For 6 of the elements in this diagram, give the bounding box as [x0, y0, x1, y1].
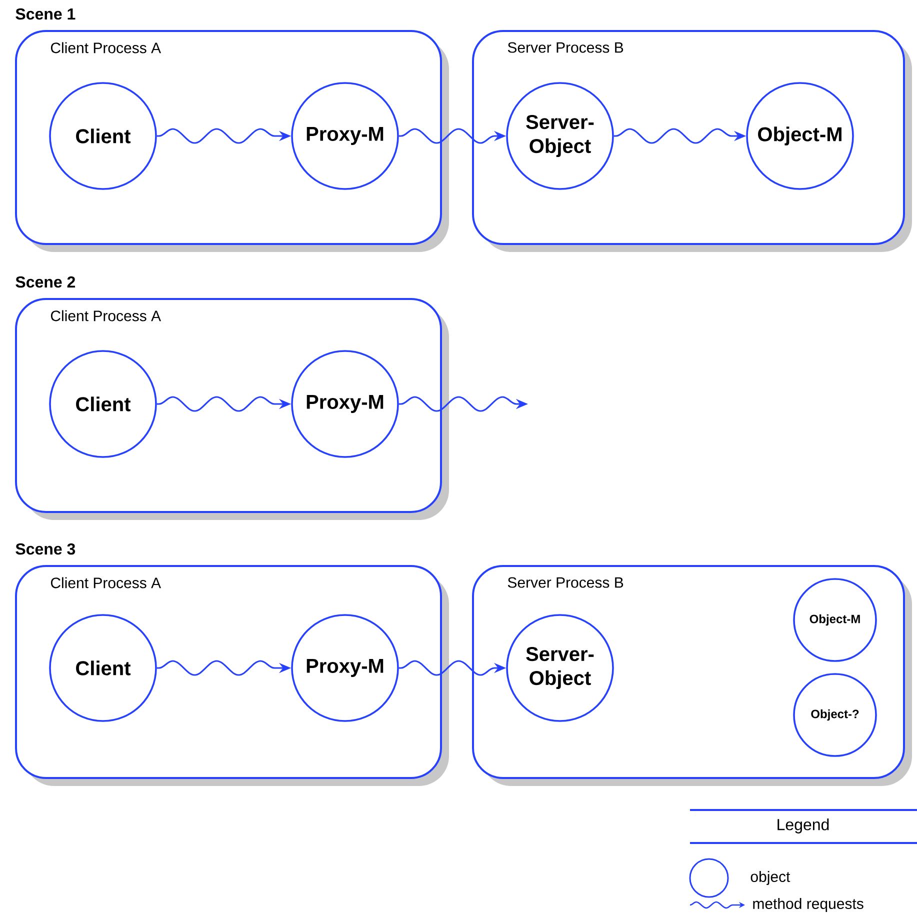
legend-text: method requests [753, 898, 864, 912]
legend-text: object [750, 871, 790, 885]
scene-title: Scene 2 [16, 276, 76, 288]
scene-title: Scene 3 [16, 543, 76, 555]
scene-title: Scene 1 [16, 8, 76, 20]
legend-heading: Legend [778, 818, 829, 834]
